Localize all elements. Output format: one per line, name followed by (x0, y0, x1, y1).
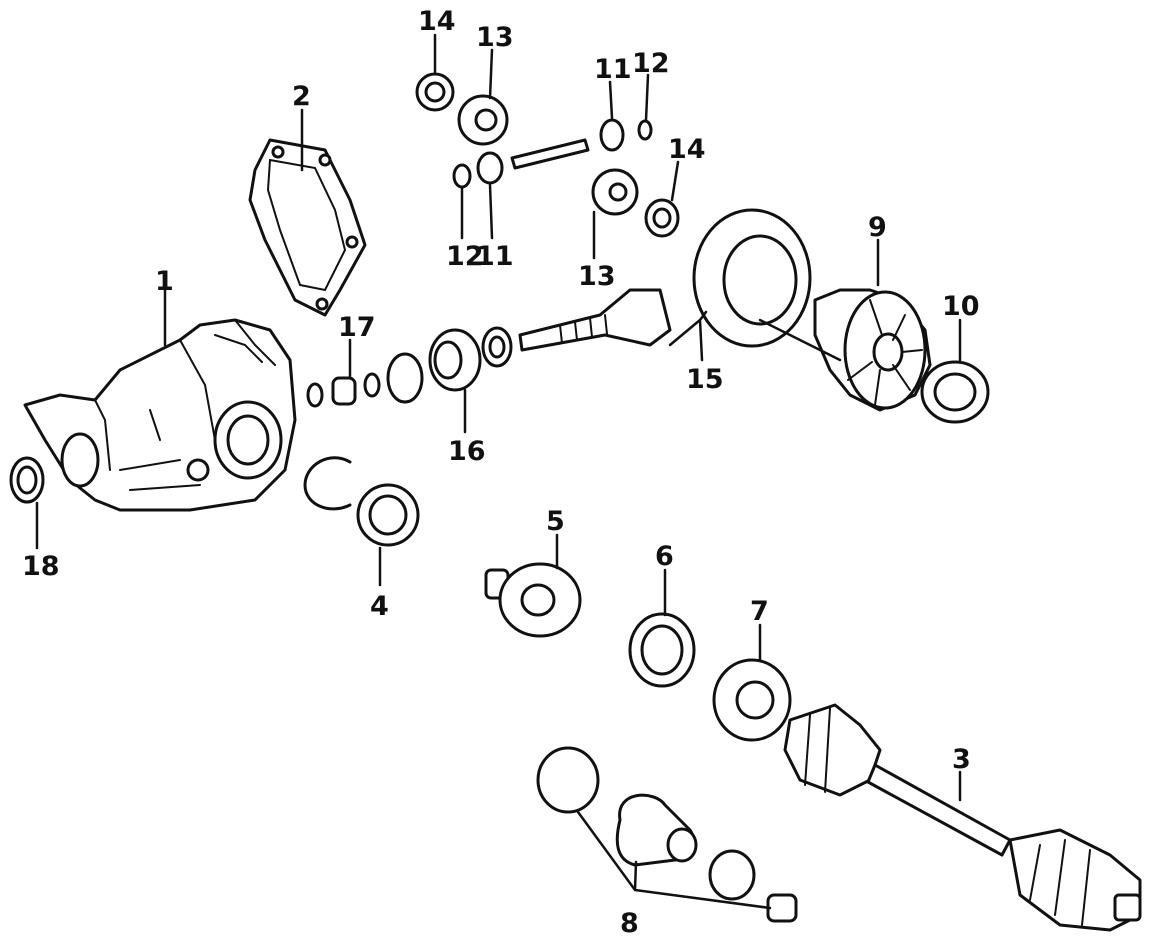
thrust-washer-upper (415, 72, 455, 112)
differential-case (813, 288, 932, 412)
callout-14a: 14 (418, 6, 456, 37)
drive-pinion (518, 288, 672, 352)
callout-11b: 11 (476, 241, 514, 272)
snap-ring (303, 456, 352, 511)
callout-11a: 11 (594, 54, 632, 85)
callout-4: 4 (370, 591, 389, 622)
callout-9: 9 (868, 212, 887, 243)
callout-8: 8 (620, 908, 639, 938)
callout-17: 17 (338, 312, 376, 343)
callout-16: 16 (448, 436, 486, 467)
cv-joint-housing (628, 612, 696, 688)
side-gear-lower (591, 168, 639, 216)
pinion-nut-washers (306, 352, 424, 408)
callout-12a: 12 (446, 241, 484, 272)
differential-housing (23, 318, 297, 512)
callout-12b: 12 (632, 48, 670, 79)
callout-10: 10 (942, 291, 980, 322)
pinion-gear-left (452, 151, 504, 189)
callout-13a: 13 (476, 22, 514, 53)
boot-clamp-large (536, 746, 600, 814)
thrust-washer-lower (644, 198, 680, 238)
callout-18: 18 (22, 551, 60, 582)
callout-7: 7 (750, 596, 769, 627)
callout-6: 6 (655, 541, 674, 572)
callout-14b: 14 (668, 134, 706, 165)
side-seal-left (9, 456, 45, 504)
ring-gear (692, 208, 812, 348)
callout-3: 3 (952, 744, 971, 775)
side-gear-upper (457, 94, 509, 146)
inner-cv-joint (712, 658, 792, 742)
cover-gasket (248, 138, 367, 317)
leader-lines (35, 33, 962, 910)
callout-5: 5 (546, 506, 565, 537)
boot-ferrule (766, 893, 798, 923)
callout-1: 1 (155, 266, 174, 297)
pinion-gear-right (599, 118, 653, 152)
side-bearing-seal (356, 483, 420, 547)
boot-clamp-small (708, 849, 756, 901)
callout-13b: 13 (578, 261, 616, 292)
axle-flange (484, 562, 582, 638)
callout-2: 2 (292, 81, 311, 112)
cross-shaft (510, 138, 590, 170)
callout-15: 15 (686, 364, 724, 395)
cv-boot (615, 793, 698, 867)
axle-shaft-assembly (783, 703, 1142, 932)
side-bearing-right (920, 360, 990, 424)
pinion-bearing (428, 326, 513, 392)
